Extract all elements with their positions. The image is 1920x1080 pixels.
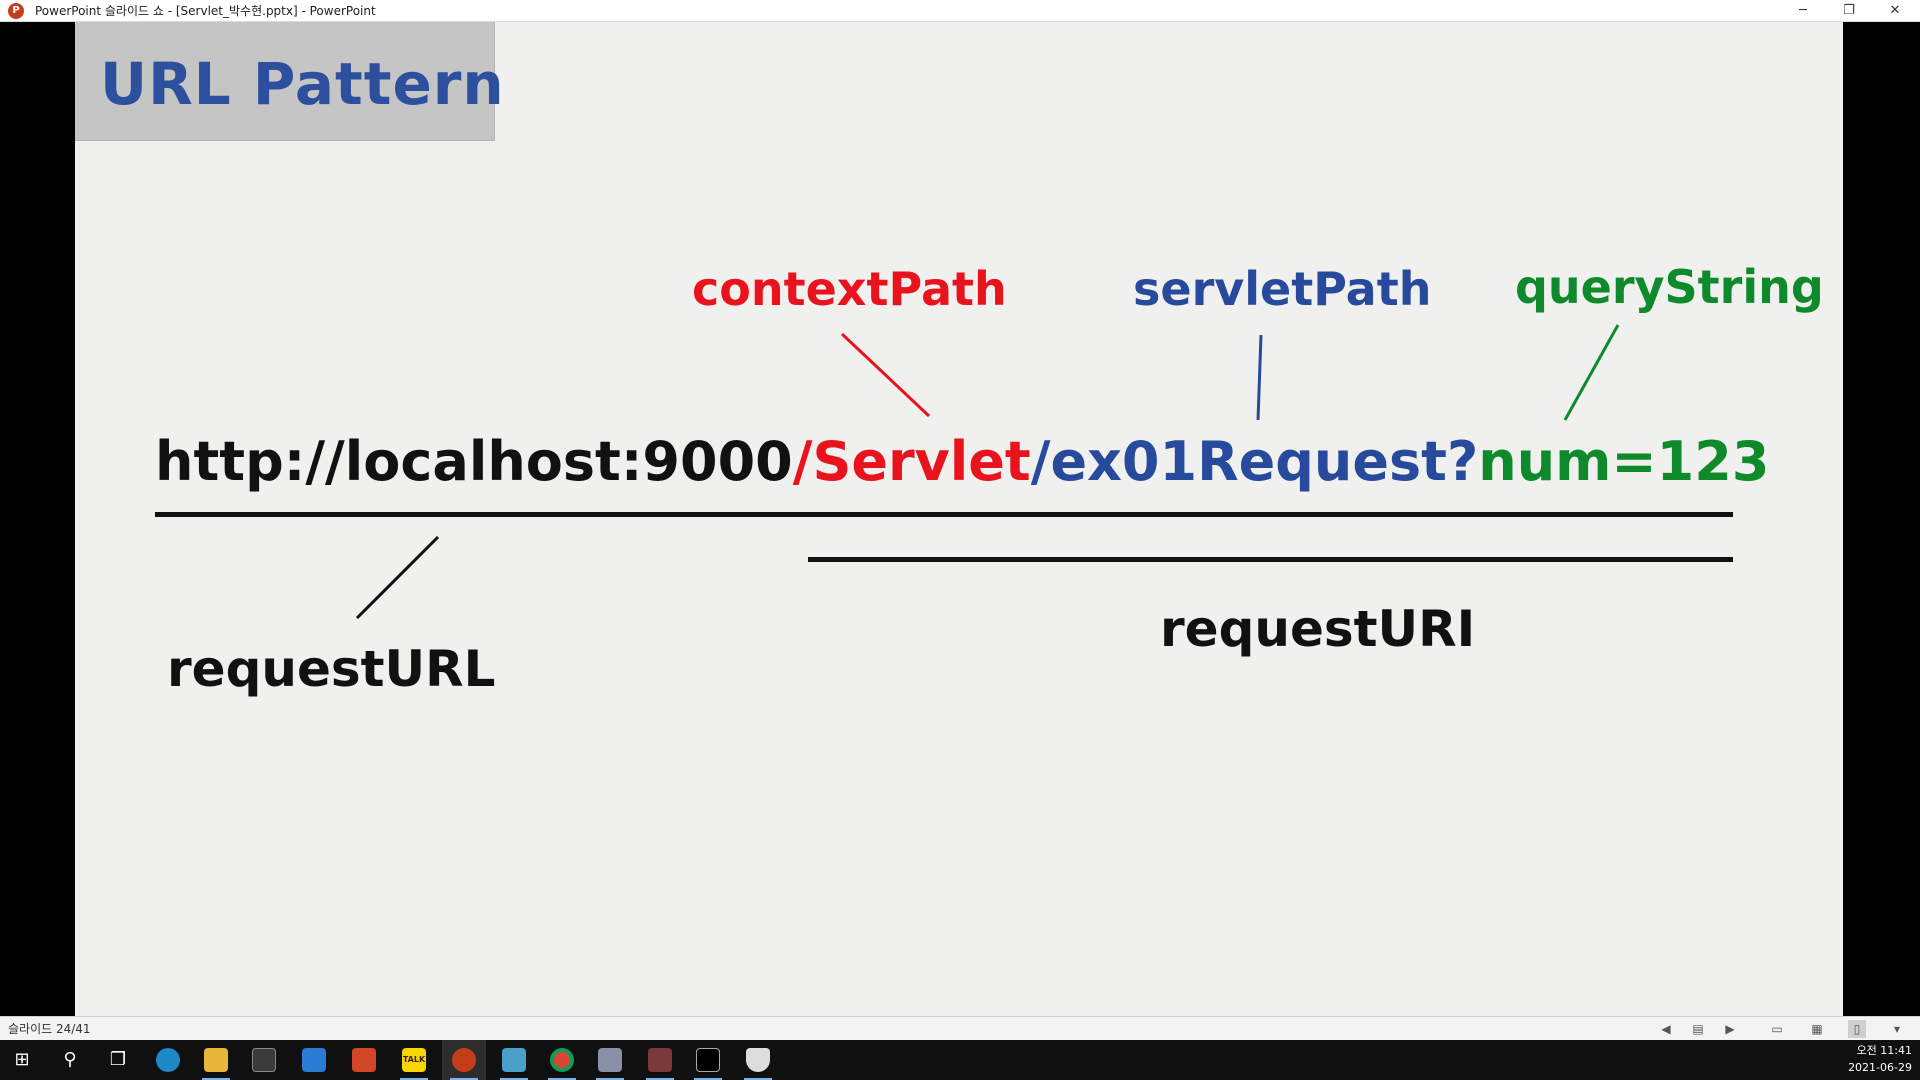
edge-browser-icon[interactable] xyxy=(146,1040,190,1080)
previous-slide-icon[interactable]: ◀ xyxy=(1661,1022,1671,1036)
context-path-label: contextPath xyxy=(692,262,1007,316)
normal-view-icon[interactable]: ▭ xyxy=(1771,1022,1783,1036)
security-shield-icon[interactable] xyxy=(736,1040,780,1080)
statusbar: 슬라이드 24/41 ◀ ▤ ▶ ▭ ▦ ▯ ▾ xyxy=(0,1016,1920,1040)
task-view-icon[interactable]: ❐ xyxy=(109,1049,127,1070)
url-context-path: /Servlet xyxy=(792,430,1031,493)
servlet-path-pointer xyxy=(1256,334,1263,421)
url-query-string: num=123 xyxy=(1478,430,1770,493)
restore-button[interactable]: ❐ xyxy=(1843,3,1855,18)
request-url-label: requestURL xyxy=(167,640,496,698)
powerpoint-app-icon: P xyxy=(8,3,24,19)
request-uri-label: requestURI xyxy=(1160,600,1476,658)
query-string-pointer xyxy=(1563,324,1620,421)
minimize-button[interactable]: ─ xyxy=(1799,3,1807,18)
request-url-pointer xyxy=(355,535,440,620)
request-url-underline xyxy=(155,512,1733,517)
slide-menu-icon[interactable]: ▤ xyxy=(1692,1022,1704,1036)
url-example: http://localhost:9000/Servlet/ex01Reques… xyxy=(155,430,1769,493)
office-icon[interactable] xyxy=(342,1040,386,1080)
reading-view-icon[interactable]: ▯ xyxy=(1848,1020,1866,1038)
clock-date: 2021-06-29 xyxy=(1848,1061,1912,1074)
slide-counter: 슬라이드 24/41 xyxy=(8,1022,91,1036)
url-servlet-path: /ex01Request? xyxy=(1030,430,1479,493)
windows-start-icon[interactable]: ⊞ xyxy=(14,1049,30,1070)
query-string-label: queryString xyxy=(1515,260,1824,314)
search-icon[interactable]: ⚲ xyxy=(63,1049,77,1070)
notepad-icon[interactable] xyxy=(492,1040,536,1080)
store-icon[interactable] xyxy=(242,1040,286,1080)
clock-time: 오전 11:41 xyxy=(1856,1044,1912,1057)
next-slide-icon[interactable]: ▶ xyxy=(1725,1022,1735,1036)
close-button[interactable]: ✕ xyxy=(1889,3,1901,18)
eclipse-icon[interactable] xyxy=(588,1040,632,1080)
servlet-path-label: servletPath xyxy=(1133,262,1432,316)
taskbar: ⊞ ⚲ ❐ TALK 오전 11:41 2021-06-29 xyxy=(0,1040,1920,1080)
window-title: PowerPoint 슬라이드 쇼 - [Servlet_박수현.pptx] -… xyxy=(35,4,376,18)
chrome-icon[interactable] xyxy=(540,1040,584,1080)
kakaotalk-icon[interactable]: TALK xyxy=(392,1040,436,1080)
slideshow-view-icon[interactable]: ▾ xyxy=(1893,1022,1901,1036)
system-clock[interactable]: 오전 11:41 2021-06-29 xyxy=(1848,1042,1912,1076)
url-base: http://localhost:9000 xyxy=(155,430,793,493)
title-box: URL Pattern xyxy=(75,22,504,141)
slide-sorter-icon[interactable]: ▦ xyxy=(1811,1022,1823,1036)
pointer-lines xyxy=(355,324,1620,620)
request-uri-underline xyxy=(808,557,1733,562)
terminal-icon[interactable] xyxy=(686,1040,730,1080)
file-explorer-icon[interactable] xyxy=(194,1040,238,1080)
slide[interactable]: URL Pattern contextPath servletPath quer… xyxy=(75,22,1843,1022)
app-icon[interactable] xyxy=(638,1040,682,1080)
mail-icon[interactable] xyxy=(292,1040,336,1080)
slide-title: URL Pattern xyxy=(100,50,505,118)
powerpoint-taskbar-icon[interactable] xyxy=(442,1040,486,1080)
slideshow-stage[interactable]: URL Pattern contextPath servletPath quer… xyxy=(0,22,1920,1022)
context-path-pointer xyxy=(840,332,931,418)
window-titlebar: P PowerPoint 슬라이드 쇼 - [Servlet_박수현.pptx]… xyxy=(0,0,1920,22)
